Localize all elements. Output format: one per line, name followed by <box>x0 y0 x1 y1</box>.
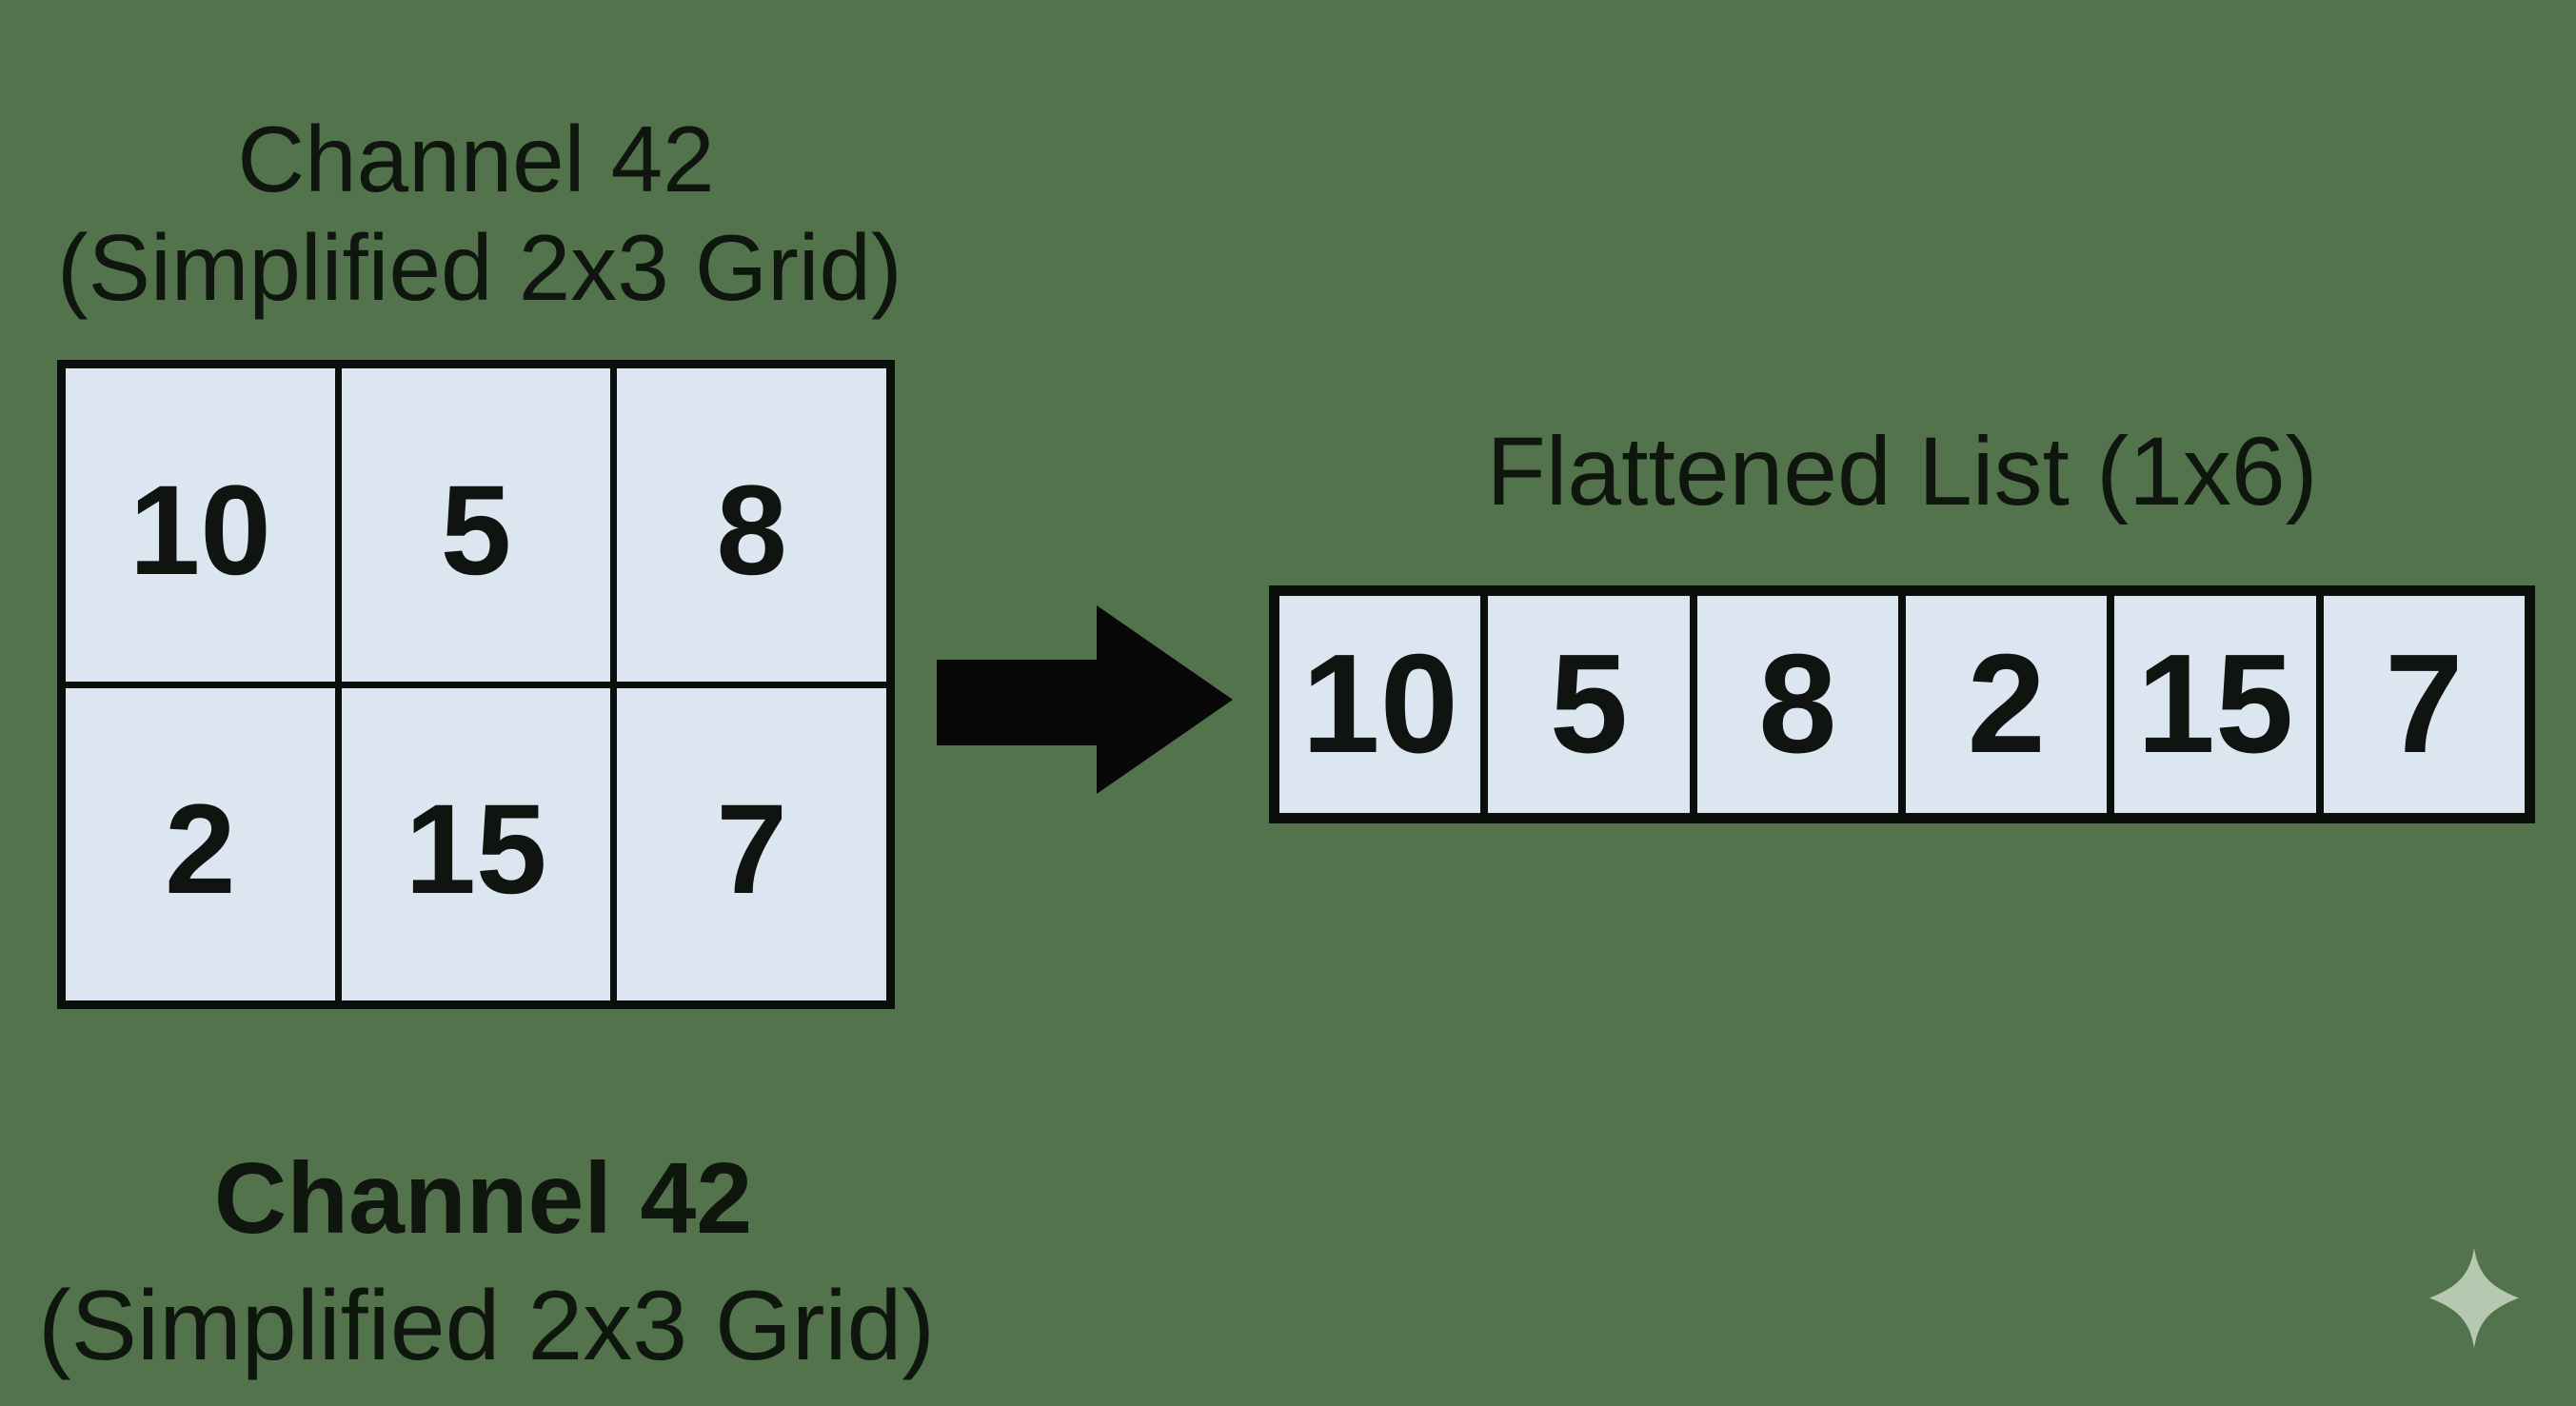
grid-cell: 8 <box>617 368 886 682</box>
caption-line1: Channel 42 <box>213 1142 753 1255</box>
grid-cell: 5 <box>341 368 611 682</box>
source-grid: 10 5 8 2 15 7 <box>57 360 895 1009</box>
sparkle-icon <box>2429 1248 2519 1348</box>
list-cell: 7 <box>2323 596 2525 813</box>
list-cell: 8 <box>1696 596 1898 813</box>
list-cell: 2 <box>1905 596 2108 813</box>
grid-cell: 15 <box>341 687 611 1000</box>
flattened-list: 10 5 8 2 15 7 <box>1269 585 2535 823</box>
grid-cell: 10 <box>66 368 335 682</box>
list-cell: 15 <box>2114 596 2316 813</box>
grid-cell: 2 <box>66 687 335 1000</box>
right-arrow-icon <box>937 605 1233 794</box>
source-grid-title-line1: Channel 42 <box>237 107 715 211</box>
source-grid-title: Channel 42 (Simplified 2x3 Grid) <box>57 105 902 322</box>
flattened-list-title: Flattened List (1x6) <box>1486 417 2318 525</box>
grid-cell: 7 <box>617 687 886 1000</box>
source-grid-title-line2: (Simplified 2x3 Grid) <box>57 215 902 320</box>
caption-line2: (Simplified 2x3 Grid) <box>38 1271 936 1381</box>
list-cell: 10 <box>1279 596 1481 813</box>
list-cell: 5 <box>1488 596 1690 813</box>
caption: Channel 42 (Simplified 2x3 Grid) <box>38 1135 936 1390</box>
